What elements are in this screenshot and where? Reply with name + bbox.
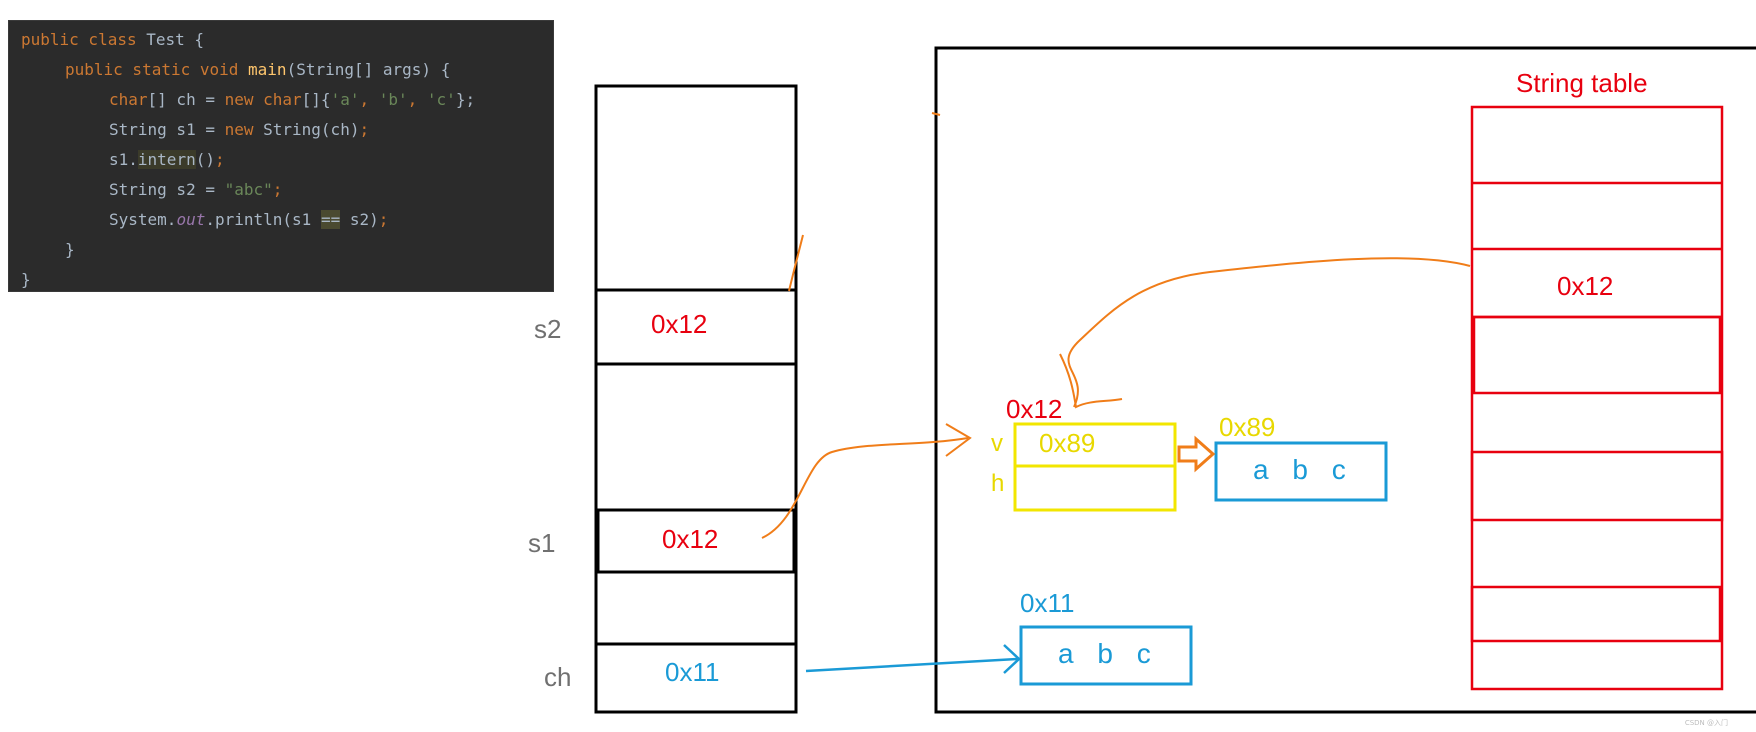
- string-table-slot: [1472, 315, 1722, 395]
- var-label-ch: ch: [544, 662, 572, 692]
- arrow-stub-s2: [788, 234, 804, 292]
- arrow-table-to-object: [1067, 257, 1471, 408]
- char-array-content-0x89: a b c: [1253, 454, 1354, 485]
- arrowhead-s1: [945, 423, 972, 457]
- code-line-2: public static void main(String[] args) {: [65, 60, 451, 79]
- char-array-address-0x11: 0x11: [1020, 588, 1075, 618]
- char-array-box-0x89: [1214, 441, 1388, 502]
- field-label-h: h: [991, 470, 1005, 497]
- string-table-entry: 0x12: [1557, 271, 1614, 301]
- watermark: CSDN @入门: [1684, 719, 1728, 727]
- code-line-5: s1.intern();: [109, 150, 225, 169]
- field-label-v: v: [991, 430, 1003, 457]
- stack-outline: [594, 84, 798, 714]
- char-array-content-0x11: a b c: [1058, 638, 1159, 669]
- field-value-v: 0x89: [1039, 428, 1096, 458]
- stack-value-ch: 0x11: [665, 657, 720, 687]
- char-array-box-0x11: [1019, 625, 1193, 686]
- var-label-s1: s1: [528, 528, 556, 558]
- arrowhead-table: [1059, 353, 1123, 409]
- stack-frame: [594, 84, 798, 714]
- stack-value-s2: 0x12: [651, 309, 708, 339]
- code-line-1: public class Test {: [21, 30, 205, 49]
- string-object-address: 0x12: [1006, 394, 1063, 424]
- code-line-4: String s1 = new String(ch);: [109, 120, 370, 139]
- stack-value-s1: 0x12: [662, 524, 719, 554]
- stack-slot-s1: [596, 508, 796, 574]
- char-array-address-0x89: 0x89: [1219, 412, 1276, 442]
- code-line-7: System.out.println(s1 == s2);: [109, 210, 389, 229]
- string-table-slot-2: [1470, 450, 1724, 522]
- arrowhead-ch: [1003, 644, 1021, 674]
- code-line-3: char[] ch = new char[]{'a', 'b', 'c'};: [109, 90, 476, 109]
- string-object: [1013, 422, 1177, 512]
- code-editor-panel: public class Test { public static void m…: [8, 20, 554, 292]
- heap-tick-mark: [931, 112, 941, 116]
- arrow-v-to-array: [1177, 435, 1216, 473]
- arrow-s1-to-object: [761, 437, 969, 539]
- string-table-slot-3: [1470, 585, 1722, 643]
- arrow-ch-to-array: [805, 657, 1019, 673]
- string-table-title: String table: [1516, 68, 1648, 98]
- heap-outline: [934, 46, 1756, 714]
- var-label-s2: s2: [534, 314, 562, 344]
- string-table-outline: [1470, 105, 1724, 691]
- string-table: [1470, 105, 1724, 691]
- code-line-9: }: [21, 270, 31, 289]
- code-line-6: String s2 = "abc";: [109, 180, 283, 199]
- code-line-8: }: [65, 240, 75, 259]
